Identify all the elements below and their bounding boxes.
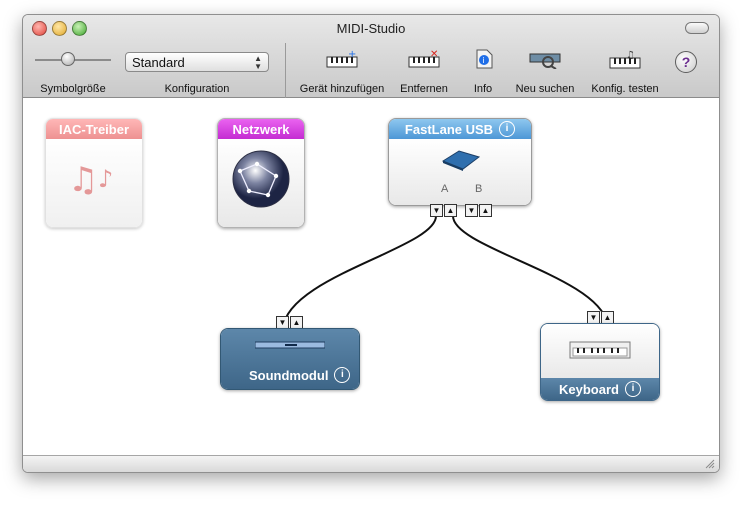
info-document-icon: i xyxy=(476,49,493,69)
symbol-size-label: Symbolgröße xyxy=(40,83,106,95)
soundmodule-info-icon[interactable]: i xyxy=(334,367,351,383)
close-window-button[interactable] xyxy=(32,21,47,36)
configuration-select[interactable]: Standard ▲▼ xyxy=(125,52,269,72)
device-soundmodule-title: Soundmodul xyxy=(249,368,329,383)
test-config-button[interactable]: ♫ xyxy=(608,49,642,69)
device-network-title: Netzwerk xyxy=(218,119,304,139)
select-arrows-icon: ▲▼ xyxy=(254,54,262,71)
fastlane-port-a-label: A xyxy=(441,183,449,195)
device-keyboard-title: Keyboard xyxy=(559,381,619,397)
device-fastlane-usb[interactable]: FastLane USB i A B xyxy=(388,118,532,206)
add-device-icon: + xyxy=(326,49,358,68)
svg-text:♫: ♫ xyxy=(626,50,635,61)
info-button[interactable]: i xyxy=(466,49,500,69)
port-b-in-arrow-icon[interactable]: ▼ xyxy=(465,204,478,217)
window-title: MIDI-Studio xyxy=(336,21,406,36)
svg-text:+: + xyxy=(348,49,356,60)
device-iac-driver[interactable]: IAC-Treiber ♫ ♪ xyxy=(45,118,143,228)
minimize-window-button[interactable] xyxy=(52,21,67,36)
fastlane-port-b-connectors[interactable]: ▼ ▲ xyxy=(465,204,492,217)
device-network[interactable]: Netzwerk xyxy=(217,118,305,228)
soundmodule-rack-icon xyxy=(255,341,325,349)
connection-lines xyxy=(282,215,608,329)
configuration-label: Konfiguration xyxy=(164,83,230,95)
device-canvas[interactable]: IAC-Treiber ♫ ♪ Netzwerk Fast xyxy=(23,98,719,472)
add-device-label: Gerät hinzufügen xyxy=(299,83,385,95)
fastlane-port-a-connectors[interactable]: ▼ ▲ xyxy=(430,204,457,217)
keyboard-synth-icon xyxy=(569,341,631,359)
device-iac-title: IAC-Treiber xyxy=(46,119,142,139)
svg-text:♫: ♫ xyxy=(68,160,98,200)
sound-in-arrow-icon[interactable]: ▼ xyxy=(276,316,289,329)
rescan-magnifier-icon xyxy=(529,53,561,69)
device-soundmodule[interactable]: Soundmodul i xyxy=(220,328,360,390)
status-bar xyxy=(23,455,719,472)
svg-text:✕: ✕ xyxy=(430,49,438,60)
toolbar-separator xyxy=(285,43,286,99)
zoom-window-button[interactable] xyxy=(72,21,87,36)
device-fastlane-title: FastLane USB xyxy=(404,121,494,137)
toolbar-toggle-button[interactable] xyxy=(685,22,709,34)
info-label: Info xyxy=(473,83,493,95)
add-device-button[interactable]: + xyxy=(325,49,359,69)
rescan-button[interactable] xyxy=(528,49,562,69)
remove-device-label: Entfernen xyxy=(400,83,448,95)
svg-text:i: i xyxy=(483,56,485,65)
svg-text:♪: ♪ xyxy=(98,165,113,193)
port-a-in-arrow-icon[interactable]: ▼ xyxy=(430,204,443,217)
toolbar: Symbolgröße Standard ▲▼ Konfiguration + … xyxy=(23,39,719,99)
test-config-keyboard-icon: ♫ xyxy=(609,50,641,69)
port-a-out-arrow-icon[interactable]: ▲ xyxy=(444,204,457,217)
help-button[interactable]: ? xyxy=(675,51,697,73)
network-globe-icon xyxy=(218,139,304,227)
symbol-size-slider-knob[interactable] xyxy=(61,52,75,66)
configuration-select-value: Standard xyxy=(132,55,185,70)
port-b-out-arrow-icon[interactable]: ▲ xyxy=(479,204,492,217)
resize-grip-icon[interactable] xyxy=(705,459,715,469)
titlebar: MIDI-Studio Symbolgröße Standard ▲▼ Konf… xyxy=(23,15,719,99)
remove-device-icon: ✕ xyxy=(408,49,440,68)
device-keyboard[interactable]: Keyboard i xyxy=(540,323,660,401)
fastlane-interface-icon xyxy=(441,150,481,171)
test-config-label: Konfig. testen xyxy=(591,83,659,95)
rescan-label: Neu suchen xyxy=(515,83,575,95)
keyboard-info-icon[interactable]: i xyxy=(624,381,641,397)
iac-music-icon: ♫ ♪ xyxy=(46,139,142,227)
fastlane-port-b-label: B xyxy=(475,183,483,195)
fastlane-info-icon[interactable]: i xyxy=(499,121,516,137)
soundmodule-connectors[interactable]: ▼ ▲ xyxy=(276,316,303,329)
remove-device-button[interactable]: ✕ xyxy=(407,49,441,69)
midi-studio-window: MIDI-Studio Symbolgröße Standard ▲▼ Konf… xyxy=(22,14,720,473)
